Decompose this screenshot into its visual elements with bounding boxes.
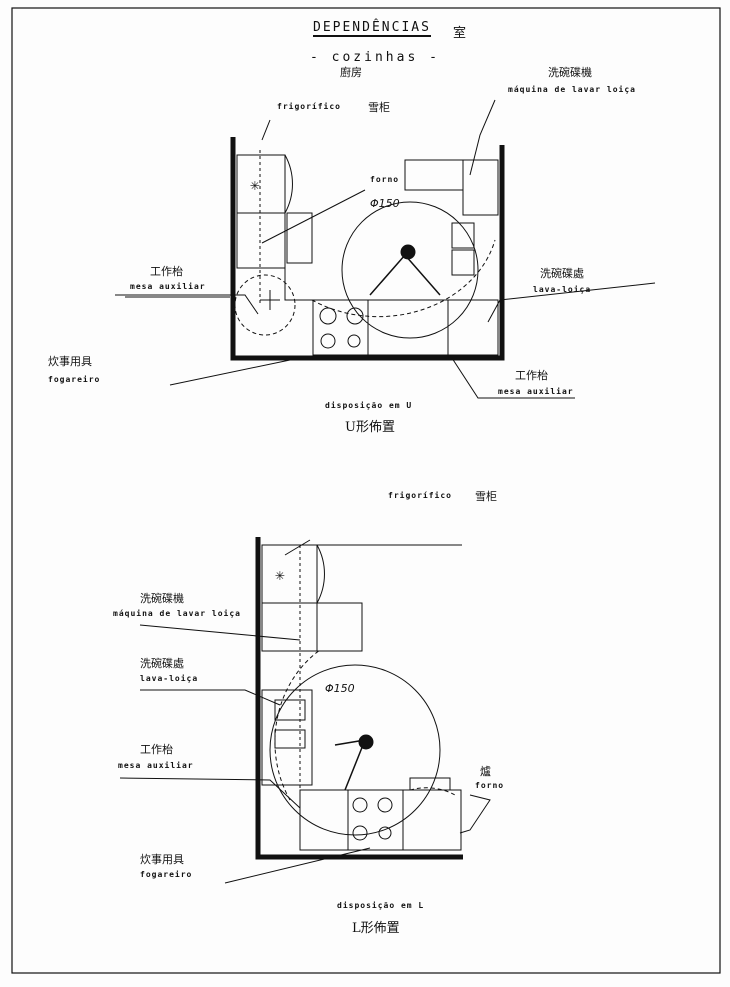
u-fridge-label: frigorífico [277, 102, 341, 111]
dishwasher [404, 159, 464, 191]
l-oven-label-zh: 爐 [480, 765, 491, 778]
u-sink-label-zh: 洗碗碟處 [540, 267, 584, 280]
l-caption: disposição em L [337, 901, 425, 910]
person-figure [334, 739, 367, 791]
l-stove-label: fogareiro [140, 870, 193, 879]
l-walls [255, 537, 463, 860]
fridge [261, 544, 318, 604]
page-subtitle-zh: 廚房 [340, 66, 362, 79]
dishwasher [261, 602, 318, 652]
turning-circle [341, 201, 479, 339]
u-dishwasher-label-zh: 洗碗碟機 [548, 66, 592, 79]
l-aux-table: mesa auxiliar [118, 761, 194, 770]
page-title: DEPENDÊNCIAS [313, 20, 431, 37]
u-aux-table-left: mesa auxiliar [130, 282, 206, 291]
u-aux-table-right: mesa auxiliar [498, 387, 574, 396]
counter-bottom [367, 299, 449, 356]
u-oven-label: forno [370, 175, 400, 184]
person-figure [369, 253, 441, 296]
u-aux-table-right-zh: 工作枱 [515, 369, 548, 382]
oven [402, 789, 462, 851]
u-sink-label: lava-loiça [533, 285, 592, 294]
l-sink-label: lava-loiça [140, 674, 199, 683]
sink [451, 222, 475, 249]
l-diameter-label: Φ150 [325, 682, 355, 695]
u-diameter-label: Φ150 [370, 197, 400, 210]
u-caption-zh: U形佈置 [345, 420, 395, 435]
u-layout-plan: ✳ [115, 99, 656, 399]
svg-text:✳: ✳ [275, 565, 285, 584]
stove-unit [312, 299, 369, 356]
u-stove-label-zh: 炊事用具 [48, 355, 92, 368]
page-border [11, 7, 721, 974]
l-sink-label-zh: 洗碗碟處 [140, 657, 184, 670]
l-layout-plan: ✳ [119, 537, 491, 884]
l-dishwasher-label: máquina de lavar loiça [113, 609, 241, 618]
u-aux-table-left-zh: 工作枱 [150, 265, 183, 278]
u-caption: disposição em U [325, 401, 413, 410]
turning-circle [269, 664, 441, 836]
l-fridge-label: frigorífico [388, 491, 452, 500]
l-dishwasher-label-zh: 洗碗碟機 [140, 592, 184, 605]
svg-text:✳: ✳ [250, 175, 260, 194]
oven [286, 212, 313, 264]
u-walls [230, 137, 505, 361]
l-caption-zh: L形佈置 [352, 921, 400, 936]
l-aux-table-zh: 工作枱 [140, 743, 173, 756]
counter [236, 212, 286, 269]
u-stove-label: fogareiro [48, 375, 101, 384]
u-fridge-label-zh: 雪柜 [368, 101, 390, 114]
l-oven-label: forno [475, 781, 505, 790]
page-title-zh: 室 [453, 26, 467, 41]
l-fridge-label-zh: 雪柜 [475, 490, 497, 503]
l-stove-label-zh: 炊事用具 [140, 853, 184, 866]
u-dishwasher-label: máquina de lavar loiça [508, 85, 636, 94]
fridge [236, 154, 286, 214]
page-subtitle: - cozinhas - [310, 50, 440, 65]
